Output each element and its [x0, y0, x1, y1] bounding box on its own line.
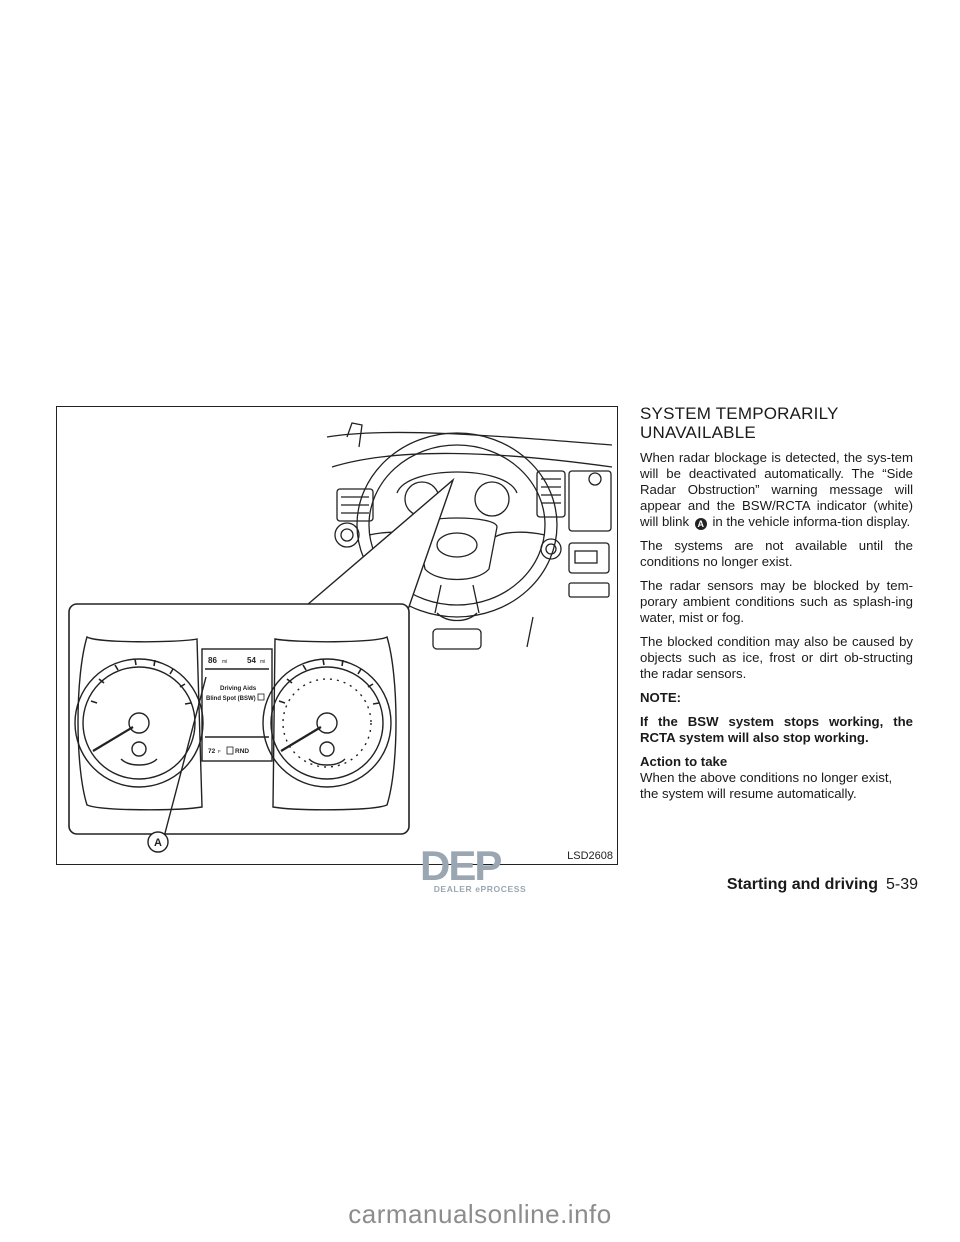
- instrument-panel-figure: 86 mi 54 mi Driving Aids Blind Spot (BSW…: [56, 406, 618, 865]
- display-temp: 72: [208, 748, 216, 755]
- callout-a-marker-icon: A: [694, 518, 707, 530]
- footer-section: Starting and driving: [726, 876, 878, 893]
- dep-tagline: DEALER ePROCESS: [433, 884, 527, 894]
- text-column: SYSTEM TEMPORARILY UNAVAILABLE When rada…: [640, 404, 913, 802]
- action-body: When the above conditions no longer exis…: [640, 770, 893, 801]
- dep-logo-text: DEP: [420, 846, 501, 886]
- display-menu-item: Blind Spot (BSW): [206, 696, 256, 702]
- display-temp-unit: F: [218, 749, 221, 754]
- display-gear-icon: [226, 746, 234, 755]
- note-body: If the BSW system stops working, the RCT…: [640, 714, 913, 745]
- dep-logo-icon: DEP: [420, 842, 503, 889]
- display-odo-left: 86: [208, 656, 217, 665]
- figure-code: LSD2608: [567, 850, 613, 862]
- display-odo-left-unit: mi: [222, 659, 227, 665]
- site-watermark: carmanualsonline.info: [348, 1199, 612, 1229]
- display-odo-right-unit: mi: [260, 659, 265, 665]
- callout-a-circle: [147, 831, 169, 853]
- paragraph-1-after: in the vehicle informa-tion display.: [712, 514, 911, 529]
- paragraph-4: The blocked condition may also be caused…: [640, 634, 913, 681]
- callout-a-label: A: [154, 837, 162, 849]
- note-label: NOTE:: [640, 690, 682, 705]
- display-odo-right: 54: [247, 656, 256, 665]
- page-number: 5-39: [885, 876, 918, 893]
- section-title-line1: SYSTEM TEMPORARILY: [640, 404, 839, 423]
- dealer-eprocess-watermark: DEP DEALER ePROCESS: [418, 842, 542, 894]
- display-checkbox-icon: [257, 693, 265, 701]
- paragraph-3: The radar sensors may be blocked by tem-…: [640, 578, 913, 625]
- action-heading: Action to take: [640, 754, 728, 769]
- paragraph-1-before: When radar blockage is detected, the sys…: [640, 450, 913, 529]
- section-title: SYSTEM TEMPORARILY UNAVAILABLE: [640, 404, 913, 442]
- paragraph-1: When radar blockage is detected, the sys…: [640, 450, 913, 530]
- page-footer: Starting and driving 5-39: [727, 876, 918, 894]
- display-menu-title: Driving Aids: [220, 685, 257, 692]
- dashboard-illustration: 86 mi 54 mi Driving Aids Blind Spot (BSW…: [68, 422, 613, 853]
- paragraph-2: The systems are not available until the …: [640, 538, 913, 569]
- display-gear: RND: [235, 748, 249, 755]
- section-title-line2: UNAVAILABLE: [640, 423, 756, 442]
